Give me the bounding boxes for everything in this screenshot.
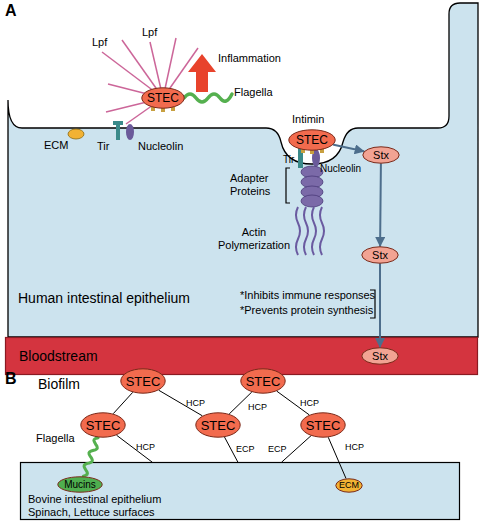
edge-label: ECP <box>236 444 255 454</box>
bloodstream-band: Bloodstream Stx <box>5 337 478 375</box>
edge-label: HCP <box>248 402 267 412</box>
node-label: STEC <box>86 419 121 432</box>
callout-text: Nucleolin <box>320 163 361 175</box>
callout-text: Lpf <box>92 36 107 49</box>
stec-bacterium: STEC <box>240 368 286 394</box>
edge-label: HCP <box>186 398 205 408</box>
inflammation-arrow <box>188 54 216 92</box>
stec-bacterium: STEC <box>288 129 336 151</box>
edge-label: Flagella <box>36 432 75 444</box>
node-label: Spinach, Lettuce surfaces <box>28 506 155 518</box>
callout-text: Tir <box>283 154 294 166</box>
callout-text: Nucleolin <box>138 140 183 153</box>
stx-toxin: Stx <box>362 146 400 164</box>
callout-text: Actin Polymerization <box>214 226 294 251</box>
callout-text: Tir <box>97 140 109 153</box>
stec-bacterium: STEC <box>120 368 166 394</box>
epithelium-region: Human intestinal epitheliumStxStx <box>0 0 480 337</box>
adapter-proteins <box>301 166 323 207</box>
lpf-fimbriae <box>102 38 198 124</box>
node-label: Stx <box>372 351 388 362</box>
edge-label: HCP <box>345 442 364 452</box>
node-label: STEC <box>147 92 179 104</box>
callout-text: B <box>5 370 17 388</box>
connector <box>114 393 133 414</box>
connector <box>225 437 238 462</box>
node-label: Stx <box>373 150 389 161</box>
edge-label: HCP <box>300 398 319 408</box>
mucin-oval: Mucins <box>57 476 103 493</box>
stx-toxin: Stx <box>361 246 399 264</box>
node-label: STEC <box>126 375 161 388</box>
stec-bacterium: STEC <box>80 412 126 438</box>
stec-bacterium: STEC <box>141 87 185 109</box>
node-label: Bloodstream <box>19 348 98 364</box>
flagellum <box>184 94 232 102</box>
stec-bacterium: STEC <box>195 412 241 438</box>
node-label: ECM <box>339 481 359 490</box>
stec-bacterium: STEC <box>300 412 346 438</box>
node-label: STEC <box>306 419 341 432</box>
callout-text: A <box>5 2 17 20</box>
edge-label: HCP <box>136 442 155 452</box>
callout-text: *Inhibits immune responses <box>240 289 375 302</box>
node-label: STEC <box>246 375 281 388</box>
node-outline <box>0 0 480 337</box>
stx-toxin: Stx <box>361 347 399 365</box>
node-label: Human intestinal epithelium <box>18 290 190 306</box>
callout-text: Lpf <box>142 26 157 39</box>
node-label: Bovine intestinal epithelium <box>28 493 161 505</box>
node-label: Stx <box>372 250 388 261</box>
callout-text: Adapter Proteins <box>230 172 280 197</box>
callout-text: Inflammation <box>218 52 281 65</box>
connector <box>379 264 381 347</box>
callout-text: *Prevents protein synthesis <box>240 304 373 317</box>
callout-text: Biofilm <box>38 376 80 392</box>
node-label: STEC <box>201 419 236 432</box>
node-label: STEC <box>296 134 328 146</box>
callout-text: ECM <box>44 139 68 152</box>
callout-text: Intimin <box>292 113 324 126</box>
edge-label: ECP <box>268 444 287 454</box>
ecm-oval: ECM <box>335 478 363 493</box>
node-label: Mucins <box>64 480 96 490</box>
callout-text: Flagella <box>234 86 273 99</box>
